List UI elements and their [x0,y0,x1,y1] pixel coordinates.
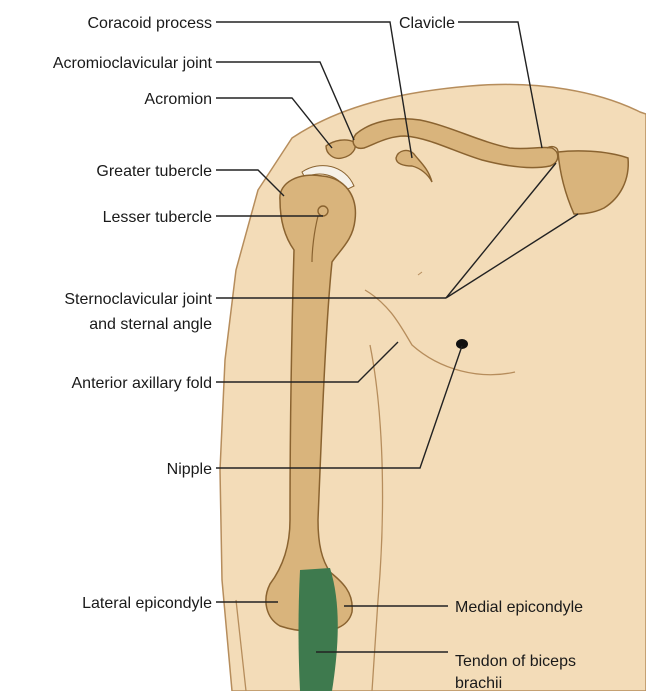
label-anterior-axillary-fold: Anterior axillary fold [72,375,213,392]
label-lesser-tubercle: Lesser tubercle [103,209,212,226]
label-coracoid-process: Coracoid process [88,15,213,32]
label-nipple: Nipple [167,461,212,478]
label-sternoclavicular-line1: Sternoclavicular joint [64,291,212,308]
label-biceps-tendon-line1: Tendon of biceps [455,653,576,670]
label-greater-tubercle: Greater tubercle [96,163,212,180]
biceps-tendon [299,568,338,691]
label-biceps-tendon-line2: brachii [455,675,502,691]
label-lateral-epicondyle: Lateral epicondyle [82,595,212,612]
label-medial-epicondyle: Medial epicondyle [455,599,583,616]
label-clavicle: Clavicle [399,15,455,32]
label-acromioclavicular-joint: Acromioclavicular joint [53,55,213,72]
label-sternoclavicular-line2: and sternal angle [89,316,212,333]
label-acromion: Acromion [144,91,212,108]
